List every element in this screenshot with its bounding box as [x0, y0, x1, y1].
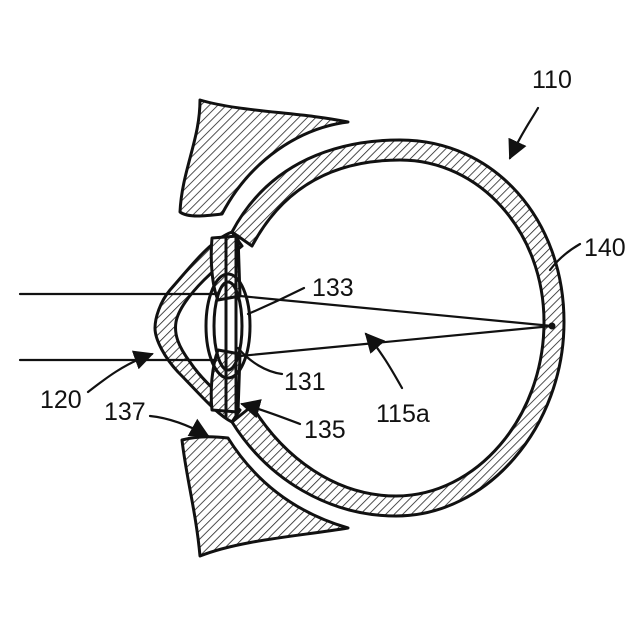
label-110: 110	[532, 66, 572, 94]
label-120: 120	[40, 386, 82, 414]
label-133: 133	[312, 274, 354, 302]
leader-135	[240, 399, 302, 426]
leader-110	[508, 106, 540, 160]
leader-120	[86, 350, 154, 394]
label-131: 131	[284, 368, 326, 396]
label-115a: 115a	[376, 400, 430, 428]
leader-133	[246, 286, 306, 316]
lower-eyelid	[180, 435, 350, 558]
sclera-wall	[230, 138, 566, 518]
retina-focal-point	[548, 322, 556, 330]
leader-140	[548, 242, 582, 272]
leader-115a	[364, 332, 404, 390]
lens-capsule	[204, 272, 252, 380]
label-137: 137	[104, 398, 146, 426]
refracted-ray-lower	[238, 324, 554, 358]
label-135: 135	[304, 416, 346, 444]
label-140: 140	[584, 234, 626, 262]
upper-eyelid	[178, 98, 350, 218]
leader-137	[148, 414, 210, 438]
lens	[212, 280, 244, 372]
refracted-ray-upper	[238, 294, 554, 328]
leader-131	[236, 346, 284, 376]
